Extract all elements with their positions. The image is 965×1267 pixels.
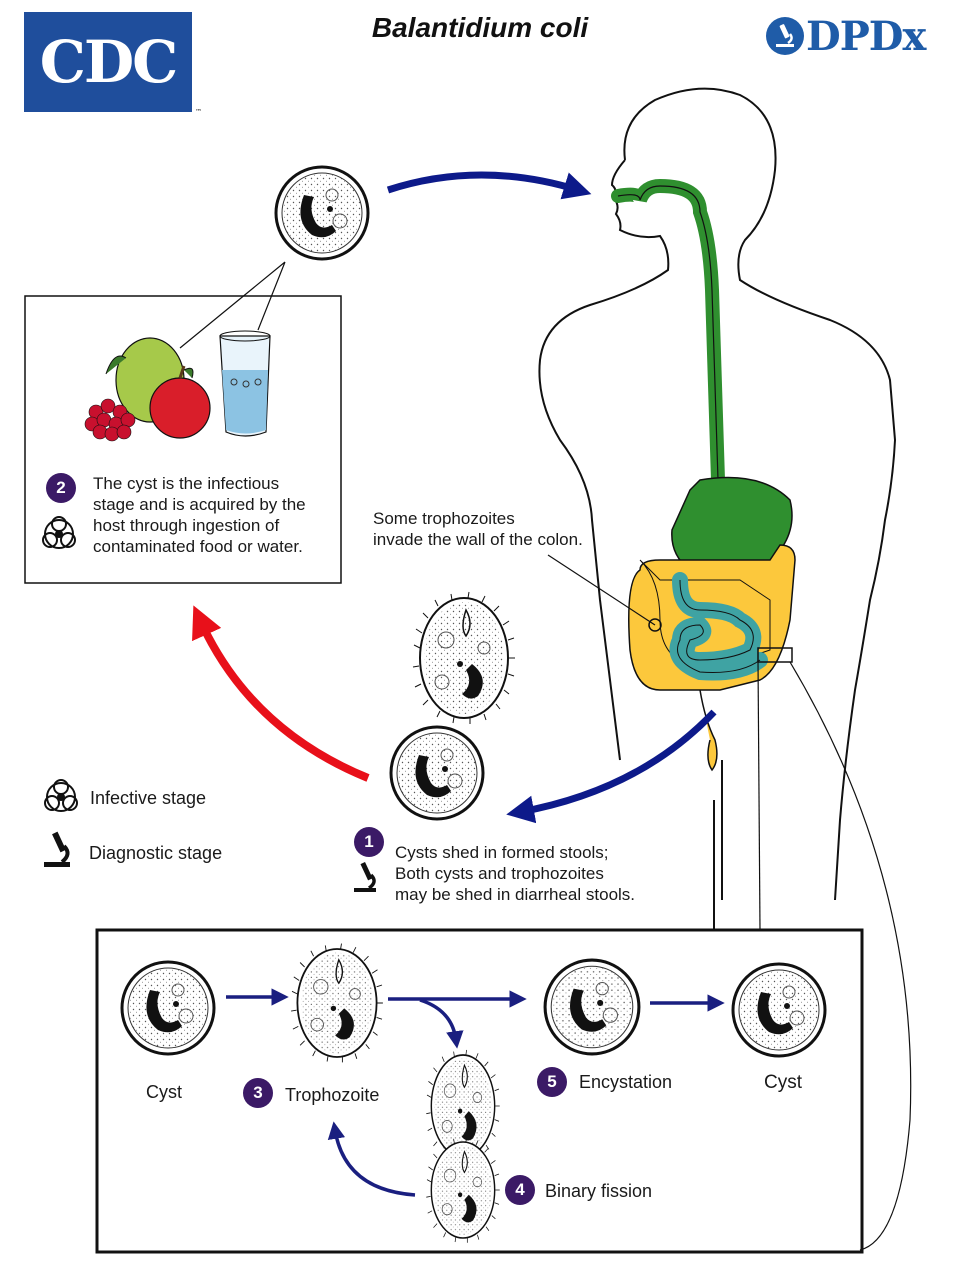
arrow-ingestion: [386, 171, 592, 200]
multiplication-cycle-box: [95, 928, 864, 1254]
legend-biohazard-icon: [44, 779, 78, 812]
cyst-cycle-left: [120, 960, 216, 1056]
trophozoite-label: Trophozoite: [285, 1085, 380, 1105]
step-badge-4: 4: [505, 1175, 535, 1205]
biohazard-icon: [42, 516, 76, 549]
cdc-logo-text: CDC: [39, 28, 179, 96]
callout-line: [547, 554, 656, 626]
cyst-shed: [389, 725, 485, 821]
legend-diagnostic-label: Diagnostic stage: [89, 843, 223, 863]
digestive-tract: [611, 178, 796, 772]
dpdx-logo-text: DPDx: [806, 12, 926, 60]
step-1-microscope-icon: [354, 861, 376, 892]
step-badge-2: 2: [46, 473, 76, 503]
ingestion-box: [24, 295, 342, 584]
legend-microscope-icon: [44, 831, 70, 867]
step-1-text: Cysts shed in formed stools; Both cysts …: [395, 843, 636, 904]
encysting-form: [543, 958, 641, 1056]
food-illustration: [84, 337, 211, 442]
arrow-infective-cycle: [192, 605, 370, 782]
step-2-text: The cyst is the infectious stage and is …: [93, 474, 306, 556]
encystation-label: Encystation: [579, 1072, 673, 1092]
trophozoite-middle: [412, 591, 516, 725]
microscope-globe-icon: [766, 17, 804, 55]
cdc-logo: CDC: [24, 12, 192, 112]
cyst-top: [274, 165, 370, 261]
colon-invasion-annotation: Some trophozoites invade the wall of the…: [373, 509, 583, 549]
arrow-shedding: [506, 709, 717, 824]
cyst-label-right: Cyst: [764, 1072, 802, 1093]
arrow-fission-return: [327, 1121, 416, 1197]
step-badge-1: 1: [354, 827, 384, 857]
step-badge-3: 3: [243, 1078, 273, 1108]
legend-infective-label: Infective stage: [90, 788, 207, 808]
arrow-to-fission: [419, 998, 464, 1049]
trademark-mark: ™: [195, 108, 202, 116]
binary-fission-bottom: [425, 1136, 501, 1244]
step-badge-5: 5: [537, 1067, 567, 1097]
callout-line-colon: [789, 661, 912, 1251]
binary-fission-label: Binary fission: [545, 1181, 653, 1201]
cyst-cycle-right: [731, 962, 827, 1058]
trophozoite-cycle: [290, 942, 384, 1064]
dpdx-logo: DPDx: [766, 12, 926, 60]
page-title: Balantidium coli: [371, 12, 589, 43]
cyst-label-left: Cyst: [146, 1082, 182, 1102]
water-glass-illustration: [219, 330, 271, 437]
